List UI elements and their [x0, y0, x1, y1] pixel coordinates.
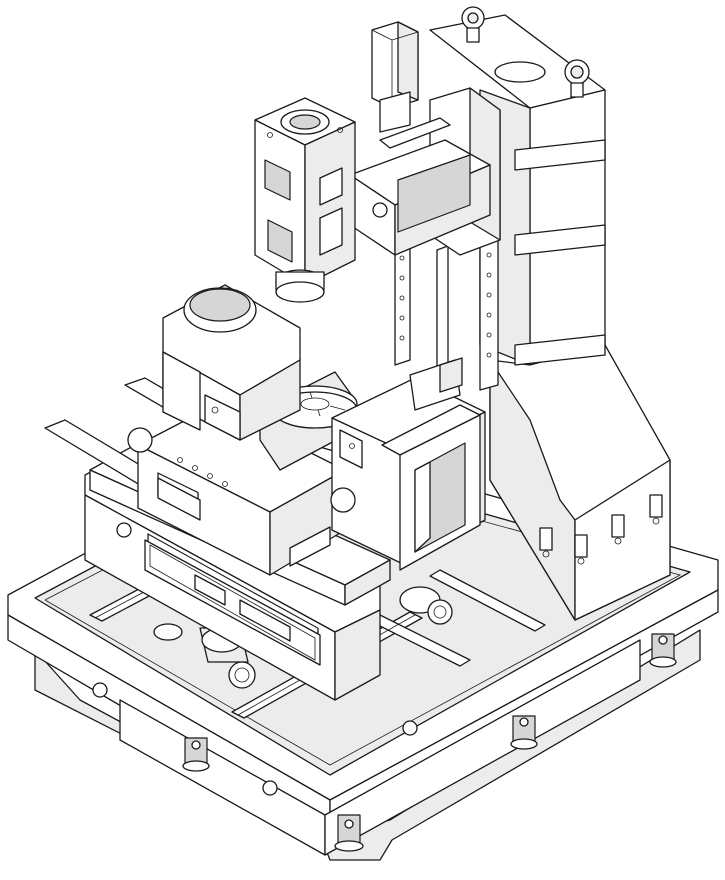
- trunnion-body: [137, 404, 346, 576]
- lifting-eye-right: [564, 59, 590, 98]
- foot-front-left: [182, 737, 210, 772]
- column: [429, 6, 671, 621]
- z-axis-servo-motor: [371, 21, 419, 133]
- servo-motor-right: [399, 586, 453, 625]
- leveling-feet: [182, 633, 677, 852]
- spindle-head: [254, 87, 501, 303]
- foot-front-right: [510, 715, 538, 750]
- trunnion-left-support: [127, 284, 301, 453]
- trunnion-right-housing: [330, 377, 486, 571]
- lifting-eye-left: [461, 6, 485, 43]
- foot-rear-right: [649, 633, 677, 668]
- foot-front-center: [334, 814, 364, 852]
